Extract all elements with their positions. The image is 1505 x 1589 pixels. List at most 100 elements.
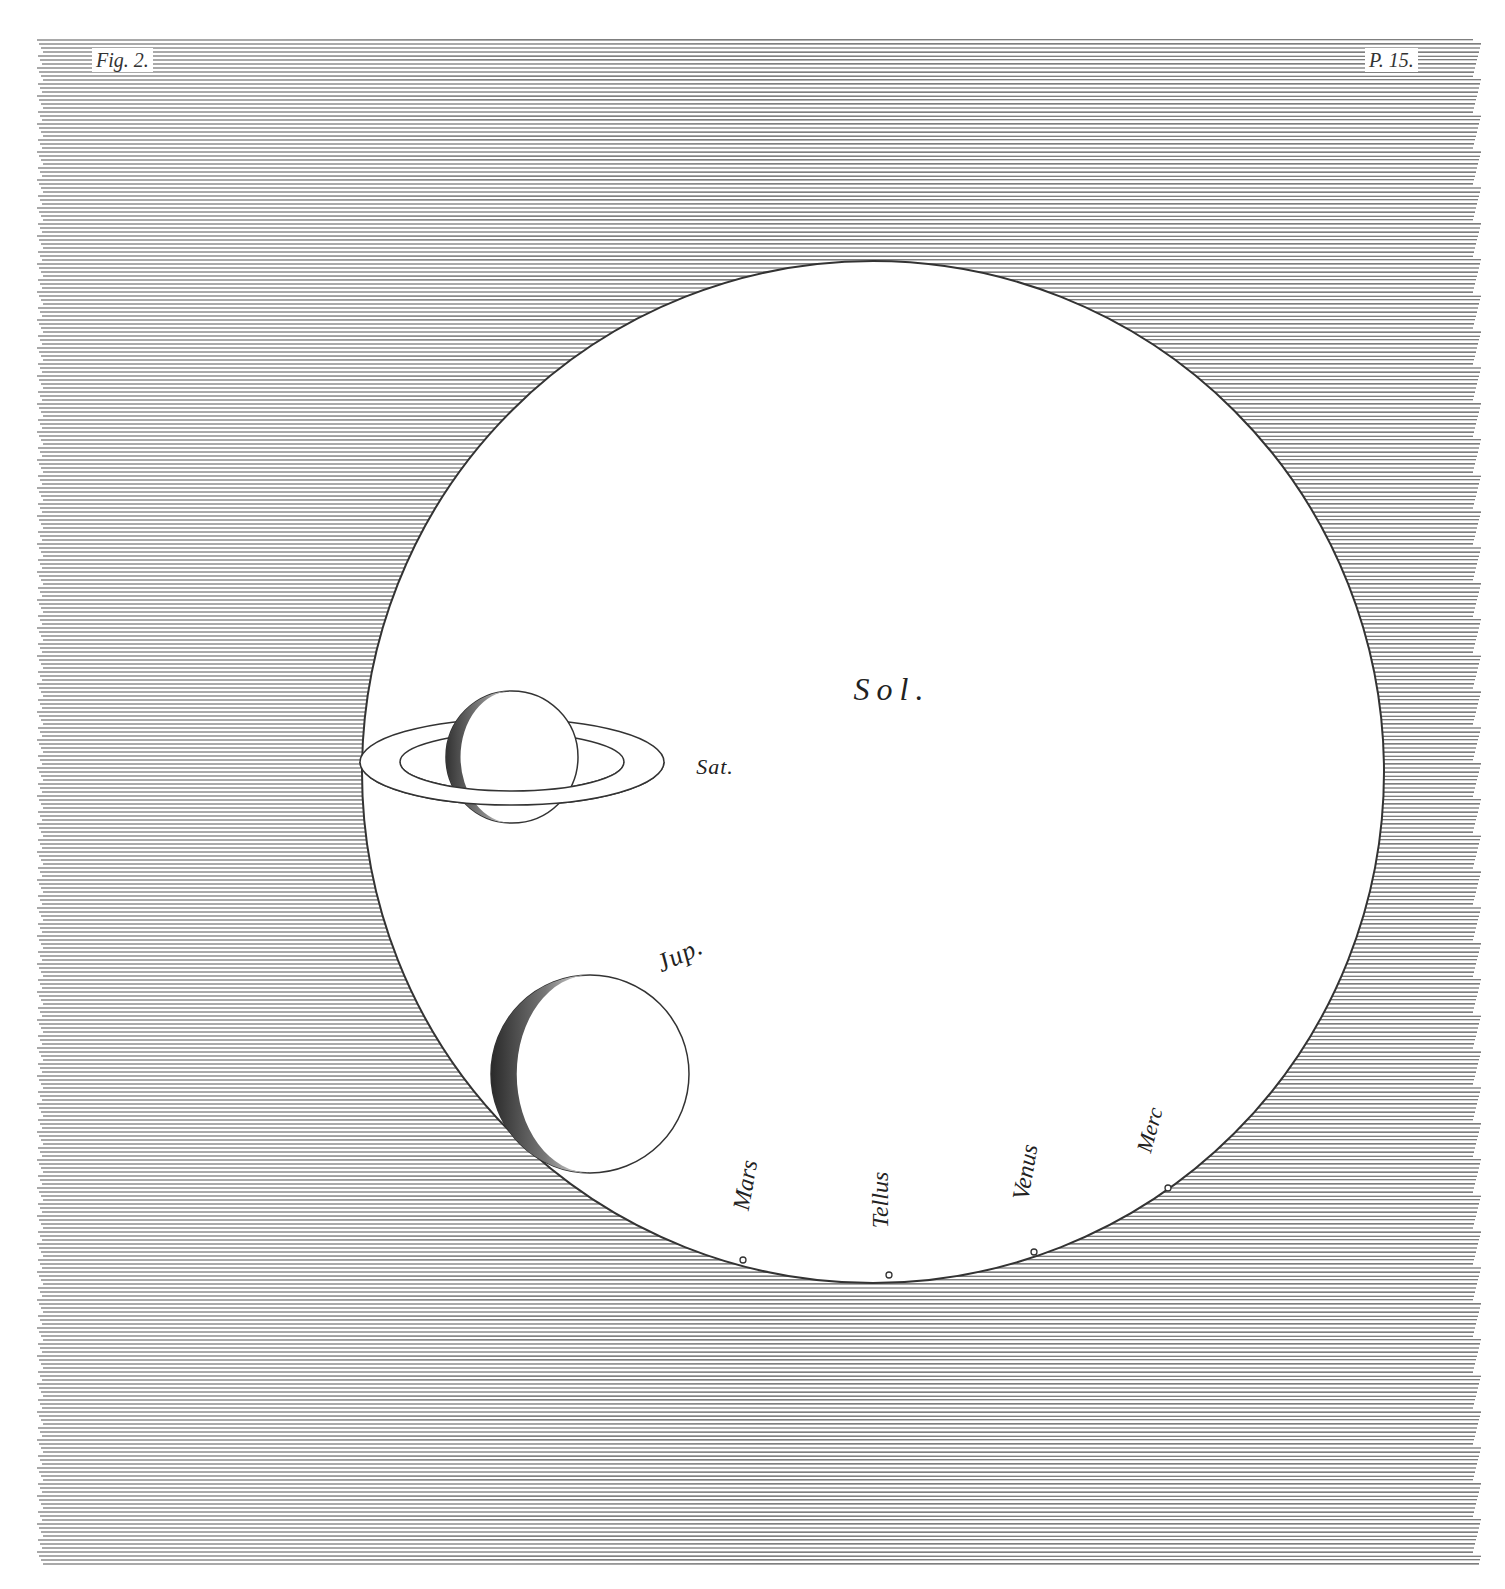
hatch-line: [40, 143, 1474, 144]
hatch-line: [37, 1495, 1478, 1496]
planet-dot: [740, 1257, 746, 1263]
hatch-line: [39, 155, 1480, 156]
hatch-line: [43, 135, 1476, 136]
planet-name: Mars: [729, 1158, 761, 1212]
hatch-line: [42, 1435, 1475, 1436]
hatch-line: [38, 195, 1479, 196]
hatch-line: [41, 1391, 1477, 1392]
hatch-line: [37, 1327, 1475, 1328]
hatch-line: [41, 271, 1478, 272]
hatch-line: [40, 1543, 1475, 1544]
hatch-line: [43, 1535, 1477, 1536]
planet-dot: [1031, 1249, 1037, 1255]
hatch-line: [40, 1291, 1475, 1292]
hatch-line: [39, 1527, 1479, 1528]
planet-name: Venus: [1008, 1142, 1041, 1201]
hatch-line: [39, 1499, 1477, 1500]
hatch-line: [40, 59, 1477, 60]
hatch-line: [37, 151, 1481, 152]
hatch-line: [38, 223, 1481, 224]
hatch-line: [40, 1431, 1476, 1432]
hatch-line: [41, 103, 1475, 104]
hatch-line: [43, 191, 1480, 192]
hatch-line: [42, 1491, 1479, 1492]
hatch-line: [41, 1531, 1478, 1532]
hatch-line: [41, 1335, 1473, 1336]
hatch-line: [37, 39, 1473, 40]
hatch-line: [37, 1551, 1473, 1552]
hatch-line: [38, 167, 1477, 168]
hatch-line: [39, 183, 1473, 184]
hatch-line: [43, 1563, 1479, 1564]
hatch-line: [40, 115, 1481, 116]
planet-node: Sat.: [355, 700, 770, 830]
hatch-line: [41, 1559, 1480, 1560]
hatch-line: [38, 55, 1478, 56]
hatch-line: [37, 263, 1480, 264]
hatch-line: [42, 203, 1477, 204]
hatch-line: [40, 1403, 1474, 1404]
hatch-line: [40, 1459, 1478, 1460]
hatch-line: [43, 1311, 1479, 1312]
hatch-line: [37, 207, 1476, 208]
hatch-line: [39, 1359, 1476, 1360]
sun-outline: [362, 261, 1384, 1283]
hatch-line: [43, 1479, 1473, 1480]
hatch-line: [40, 171, 1476, 172]
hatch-line: [43, 163, 1478, 164]
hatch-line: [39, 1443, 1473, 1444]
hatch-line: [41, 1503, 1476, 1504]
planet-name: Sat.: [696, 756, 734, 778]
hatch-line: [39, 239, 1477, 240]
hatch-line: [38, 83, 1480, 84]
hatch-line: [42, 91, 1478, 92]
hatch-line: [43, 1451, 1480, 1452]
hatch-line: [41, 1307, 1480, 1308]
hatch-line: [39, 99, 1476, 100]
hatch-line: [38, 1287, 1476, 1288]
hatch-line: [42, 1351, 1478, 1352]
hatch-line: [40, 1487, 1480, 1488]
hatch-line: [38, 1483, 1481, 1484]
planet-shade: [491, 975, 590, 1173]
hatch-line: [43, 107, 1474, 108]
hatch-line: [37, 123, 1479, 124]
hatch-line: [39, 127, 1478, 128]
hatch-line: [37, 179, 1474, 180]
hatch-line: [42, 1295, 1474, 1296]
hatch-line: [37, 95, 1477, 96]
hatch-line: [40, 1319, 1477, 1320]
hatch-line: [41, 47, 1480, 48]
hatch-line: [40, 199, 1478, 200]
ring-edge: [400, 762, 624, 791]
hatch-line: [39, 1303, 1481, 1304]
hatch-line: [37, 67, 1475, 68]
hatch-line: [38, 1315, 1478, 1316]
hatch-line: [42, 1407, 1473, 1408]
hatch-line: [42, 175, 1475, 176]
hatch-line: [40, 1375, 1481, 1376]
hatch-line: [43, 1395, 1476, 1396]
plate-mark: Fig. 2.: [92, 48, 153, 72]
planet-node: Tellus: [867, 1140, 911, 1283]
hatch-line: [39, 1555, 1481, 1556]
hatch-line: [41, 1447, 1481, 1448]
planet-node: Jup.: [485, 920, 725, 1180]
hatch-line: [40, 1515, 1473, 1516]
hatch-line: [38, 1455, 1479, 1456]
hatch-line: [39, 1415, 1480, 1416]
hatch-line: [43, 51, 1479, 52]
hatch-line: [37, 1523, 1480, 1524]
planet-name: Jup.: [653, 933, 708, 977]
hatch-line: [43, 1339, 1481, 1340]
hatch-line: [42, 1519, 1481, 1520]
hatch-line: [38, 111, 1473, 112]
hatch-line: [38, 1511, 1474, 1512]
hatch-line: [43, 219, 1473, 220]
hatch-line: [42, 147, 1473, 148]
hatch-line: [37, 1467, 1476, 1468]
hatch-line: [42, 1379, 1480, 1380]
hatch-line: [39, 211, 1475, 212]
hatch-line: [43, 79, 1481, 80]
